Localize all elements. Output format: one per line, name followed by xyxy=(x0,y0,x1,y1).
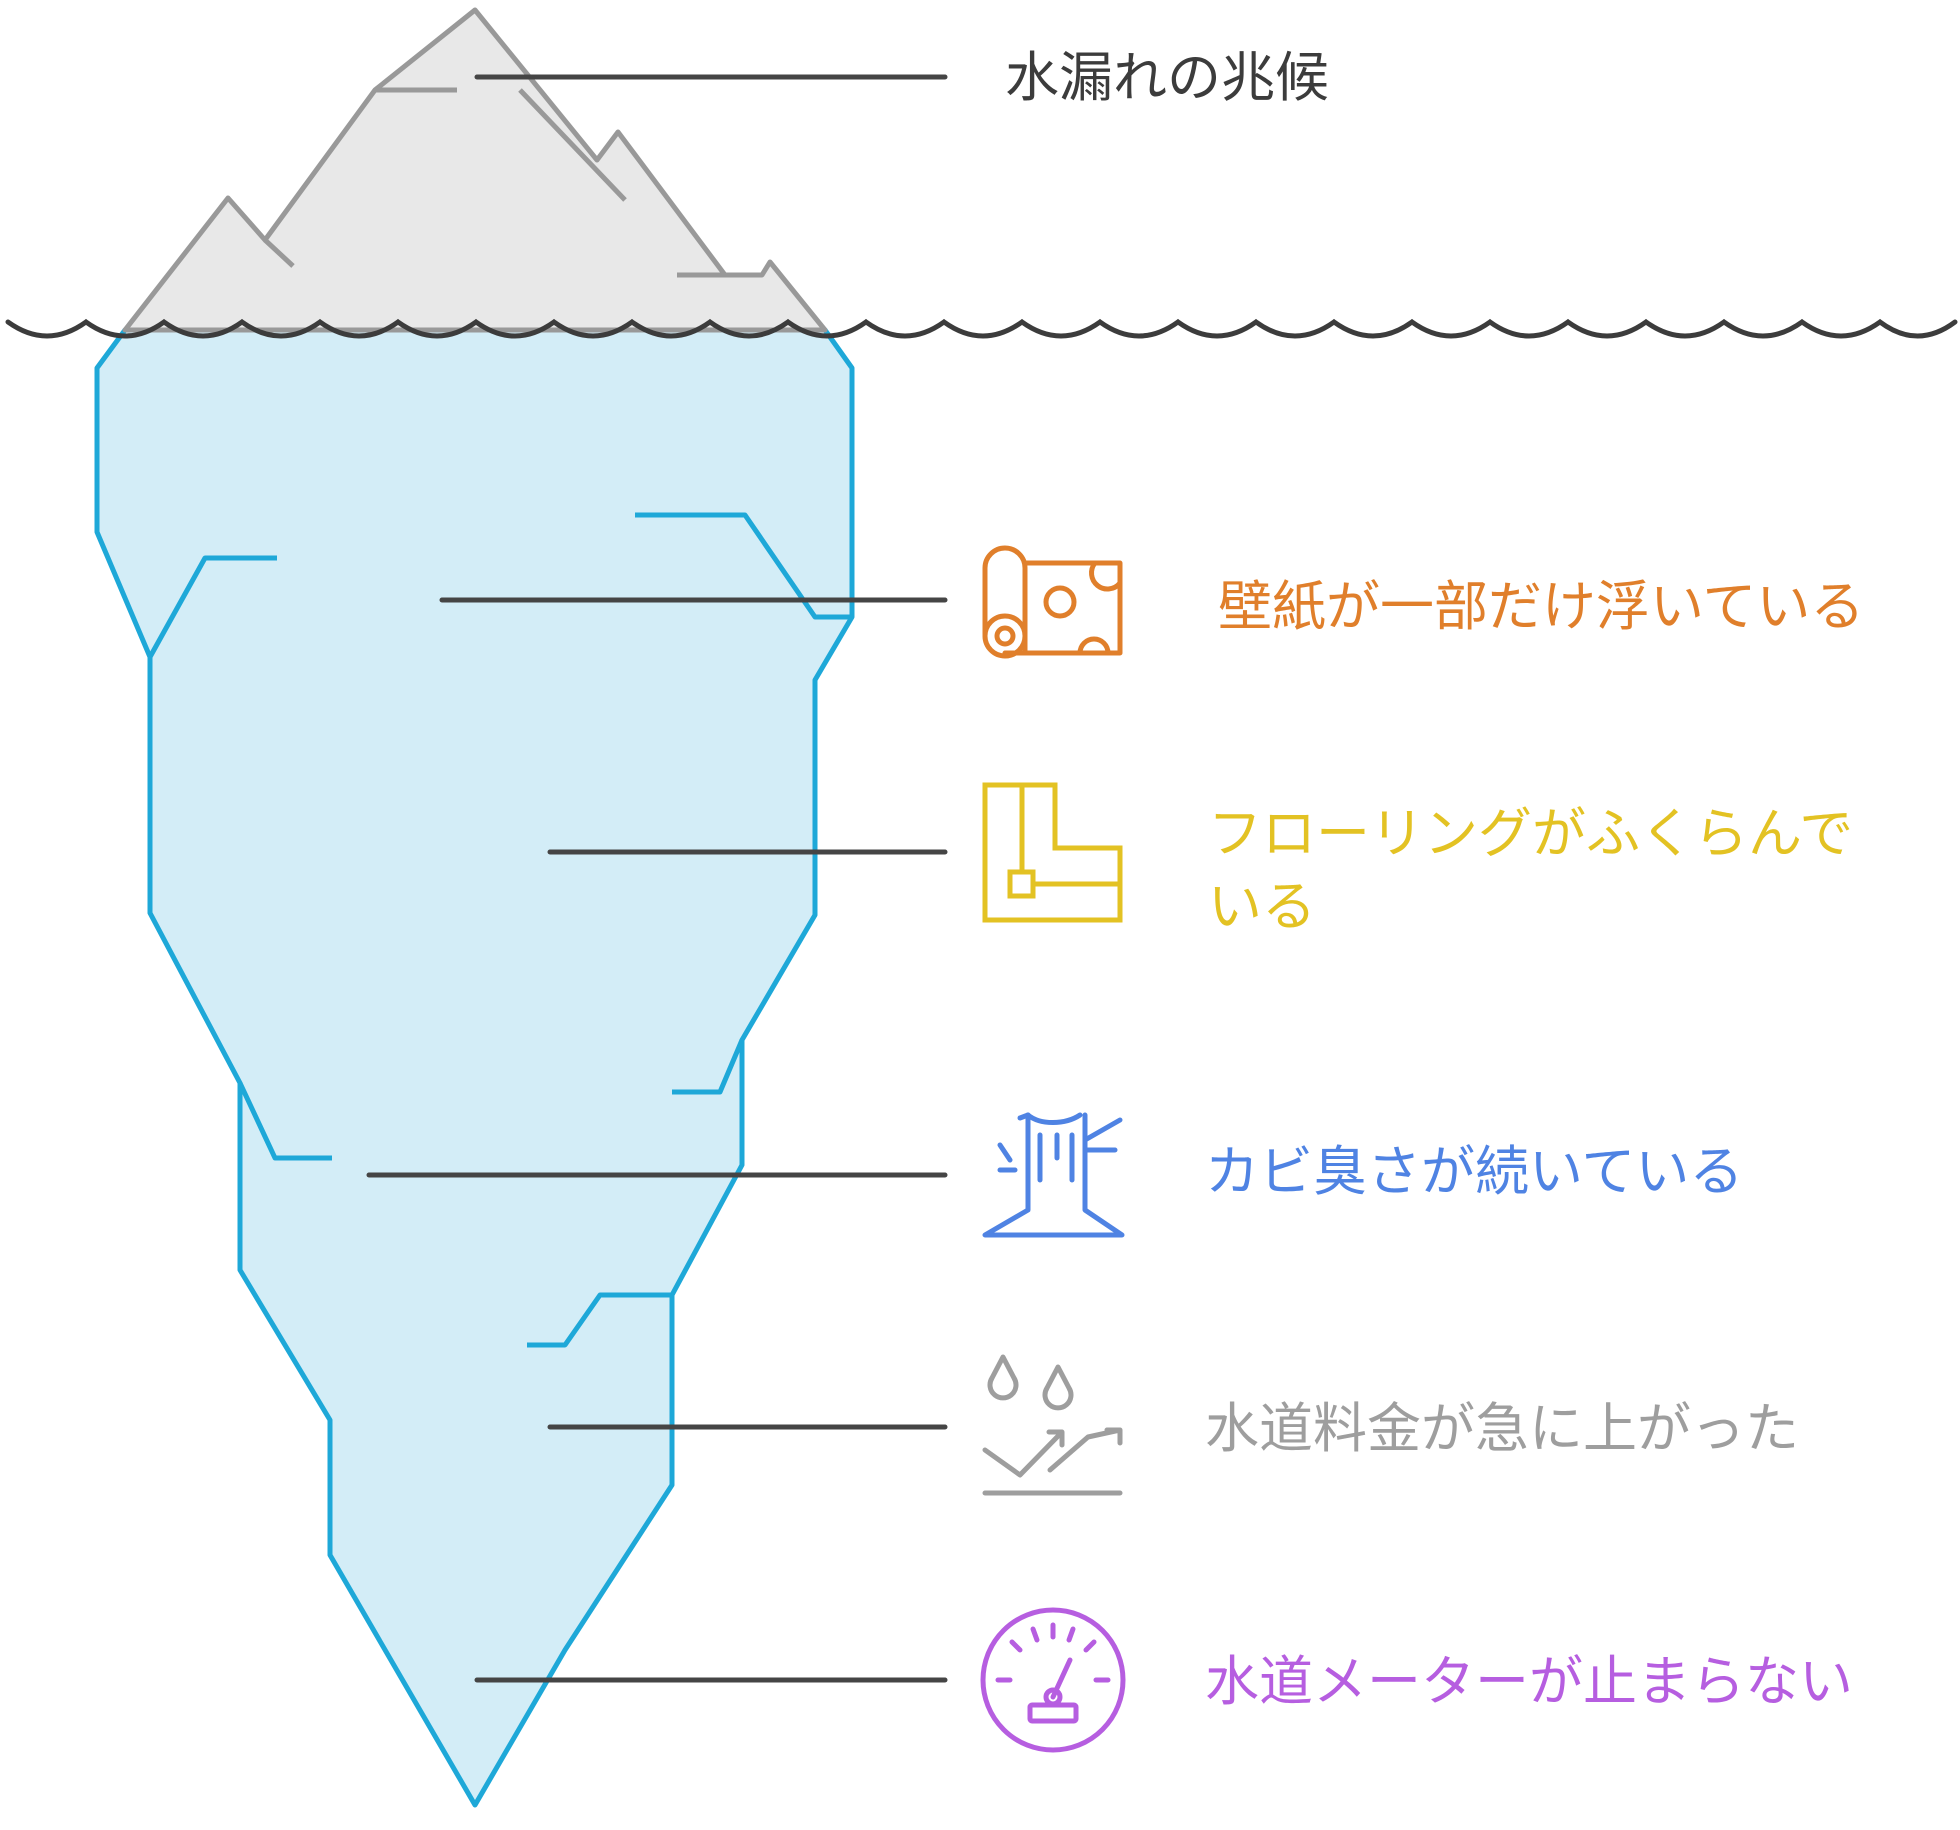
water-meter-gauge-icon xyxy=(980,1607,1126,1753)
item-label-water-meter: 水道メーターが止まらない xyxy=(1205,1650,1853,1713)
diagram-title: 水漏れの兆候 xyxy=(1005,46,1329,109)
water-rising-trend-icon xyxy=(982,1354,1123,1496)
wallpaper-roll-icon xyxy=(982,545,1123,659)
water-surface-line xyxy=(5,318,1958,339)
iceberg-tip-cracks xyxy=(263,87,760,278)
mold-stump-icon xyxy=(982,1112,1125,1238)
iceberg-body-cracks xyxy=(147,512,852,1348)
flooring-icon xyxy=(982,782,1123,923)
item-label-mold: カビ臭さが続いている xyxy=(1205,1140,1743,1203)
item-label-water-bill: 水道料金が急に上がった xyxy=(1205,1397,1799,1460)
item-label-wallpaper: 壁紙が一部だけ浮いている xyxy=(1218,575,1864,638)
iceberg-body xyxy=(94,327,855,1808)
leader-lines xyxy=(366,74,948,1683)
item-label-flooring: フローリングがふくらんで いる xyxy=(1208,802,1870,938)
iceberg-tip xyxy=(122,7,828,333)
